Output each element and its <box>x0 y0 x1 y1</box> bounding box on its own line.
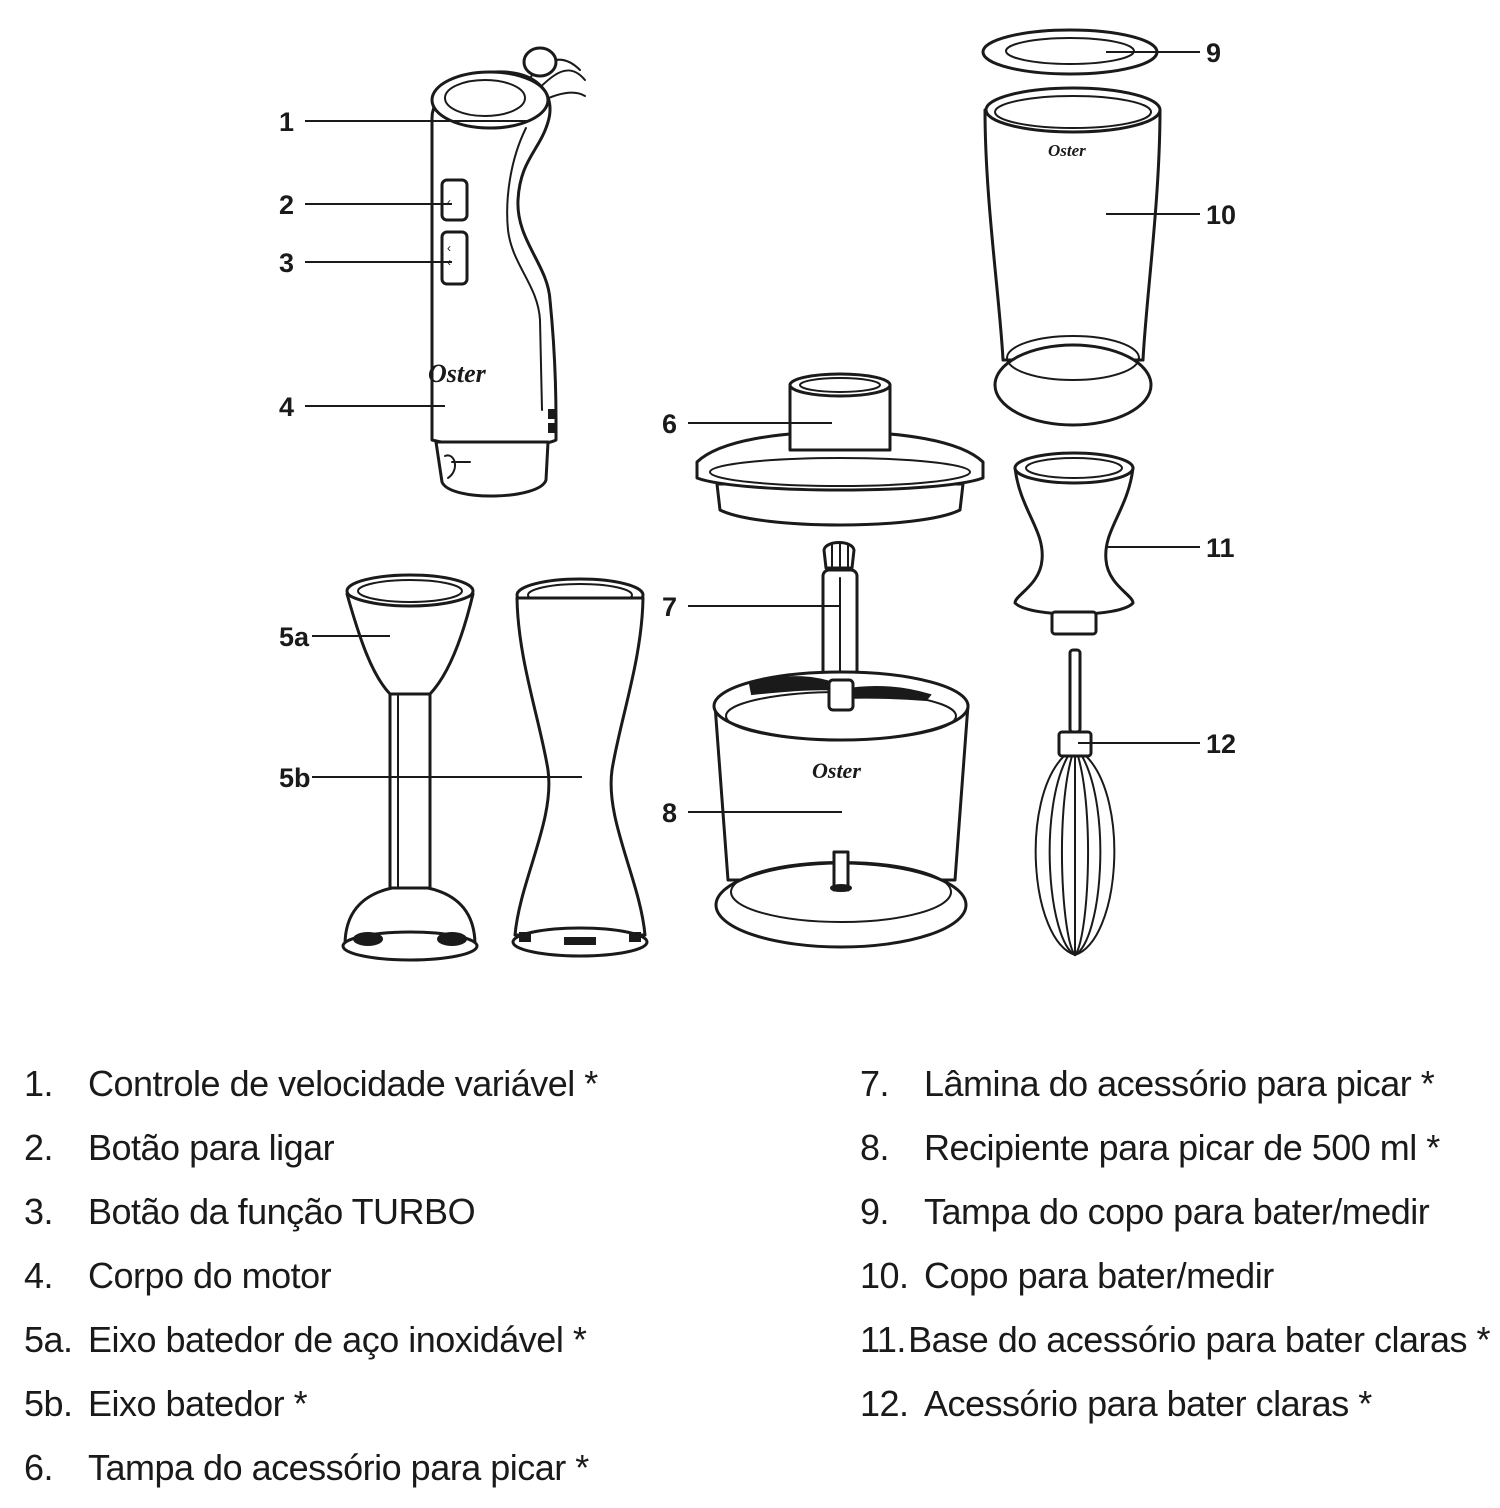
whisk-illustration <box>1034 648 1116 957</box>
callout-7: 7 <box>662 592 677 622</box>
legend-item: 12. Acessório para bater claras * <box>860 1380 1490 1444</box>
legend-item: 1. Controle de velocidade variável * <box>24 1060 824 1124</box>
legend-item: 5b. Eixo batedor * <box>24 1380 824 1444</box>
parts-legend: 1. Controle de velocidade variável * 2. Bo… <box>0 1060 1500 1500</box>
callout-1: 1 <box>279 107 294 137</box>
legend-number: 3. <box>24 1191 54 1232</box>
legend-item: 7. Lâmina do acessório para picar * <box>860 1060 1490 1124</box>
legend-item: 4. Corpo do motor <box>24 1252 824 1316</box>
legend-item: 2. Botão para ligar <box>24 1124 824 1188</box>
legend-text: Botão para ligar <box>88 1127 335 1168</box>
callout-8: 8 <box>662 798 677 828</box>
bowl-brand-logo: Oster <box>812 758 861 783</box>
callout-12: 12 <box>1206 729 1236 759</box>
stainless-shaft-illustration <box>341 573 479 962</box>
legend-text: Tampa do copo para bater/medir <box>924 1191 1430 1232</box>
motor-body-illustration: ‹ ‹ ‹ Oster <box>428 46 586 498</box>
parts-diagram: ‹ ‹ ‹ Oster <box>279 28 1236 962</box>
legend-text: Eixo batedor * <box>88 1383 308 1424</box>
legend-item: 5a. Eixo batedor de aço inoxidável * <box>24 1316 824 1380</box>
legend-item: 9. Tampa do copo para bater/medir <box>860 1188 1490 1252</box>
callout-3: 3 <box>279 248 294 278</box>
legend-item: 11.Base do acessório para bater claras * <box>860 1316 1490 1380</box>
callout-11: 11 <box>1206 533 1235 563</box>
legend-text: Eixo batedor de aço inoxidável * <box>88 1319 587 1360</box>
legend-text: Recipiente para picar de 500 ml * <box>924 1127 1440 1168</box>
svg-text:‹: ‹ <box>447 241 451 255</box>
legend-column-left: 1. Controle de velocidade variável * 2. Bo… <box>24 1060 824 1508</box>
legend-number: 10. <box>860 1255 909 1296</box>
legend-number: 2. <box>24 1127 54 1168</box>
legend-text: Base do acessório para bater claras * <box>908 1319 1490 1360</box>
chopper-lid-illustration <box>695 372 985 527</box>
legend-number: 5a. <box>24 1319 73 1360</box>
legend-item: 8. Recipiente para picar de 500 ml * <box>860 1124 1490 1188</box>
legend-item: 6. Tampa do acessório para picar * <box>24 1444 824 1508</box>
whisk-base-illustration <box>1013 451 1135 636</box>
legend-number: 7. <box>860 1063 890 1104</box>
callout-6: 6 <box>662 409 677 439</box>
callout-2: 2 <box>279 190 294 220</box>
legend-number: 8. <box>860 1127 890 1168</box>
legend-text: Copo para bater/medir <box>924 1255 1274 1296</box>
legend-number: 4. <box>24 1255 54 1296</box>
legend-text: Botão da função TURBO <box>88 1191 476 1232</box>
legend-item: 10. Copo para bater/medir <box>860 1252 1490 1316</box>
callout-5a: 5a <box>279 622 310 652</box>
legend-number: 12. <box>860 1383 909 1424</box>
legend-number: 1. <box>24 1063 54 1104</box>
legend-item: 3. Botão da função TURBO <box>24 1188 824 1252</box>
legend-number: 6. <box>24 1447 54 1488</box>
legend-column-right: 7. Lâmina do acessório para picar * 8. Rec… <box>860 1060 1490 1444</box>
shaft-illustration <box>511 577 649 958</box>
chopper-bowl-illustration: Oster <box>712 670 970 949</box>
svg-text:‹: ‹ <box>447 195 451 209</box>
callout-5b: 5b <box>279 763 311 793</box>
legend-text: Corpo do motor <box>88 1255 332 1296</box>
callout-4: 4 <box>279 392 294 422</box>
legend-text: Lâmina do acessório para picar * <box>924 1063 1435 1104</box>
callout-9: 9 <box>1206 38 1221 68</box>
legend-number: 11. <box>860 1319 906 1360</box>
callout-10: 10 <box>1206 200 1236 230</box>
motor-brand-logo: Oster <box>428 359 487 388</box>
cup-brand-logo: Oster <box>1048 141 1086 160</box>
leader-lines <box>305 51 1200 813</box>
legend-number: 5b. <box>24 1383 73 1424</box>
legend-text: Controle de velocidade variável * <box>88 1063 598 1104</box>
measuring-cup-illustration: Oster <box>983 86 1162 427</box>
legend-text: Tampa do acessório para picar * <box>88 1447 589 1488</box>
legend-text: Acessório para bater claras * <box>924 1383 1372 1424</box>
legend-number: 9. <box>860 1191 890 1232</box>
